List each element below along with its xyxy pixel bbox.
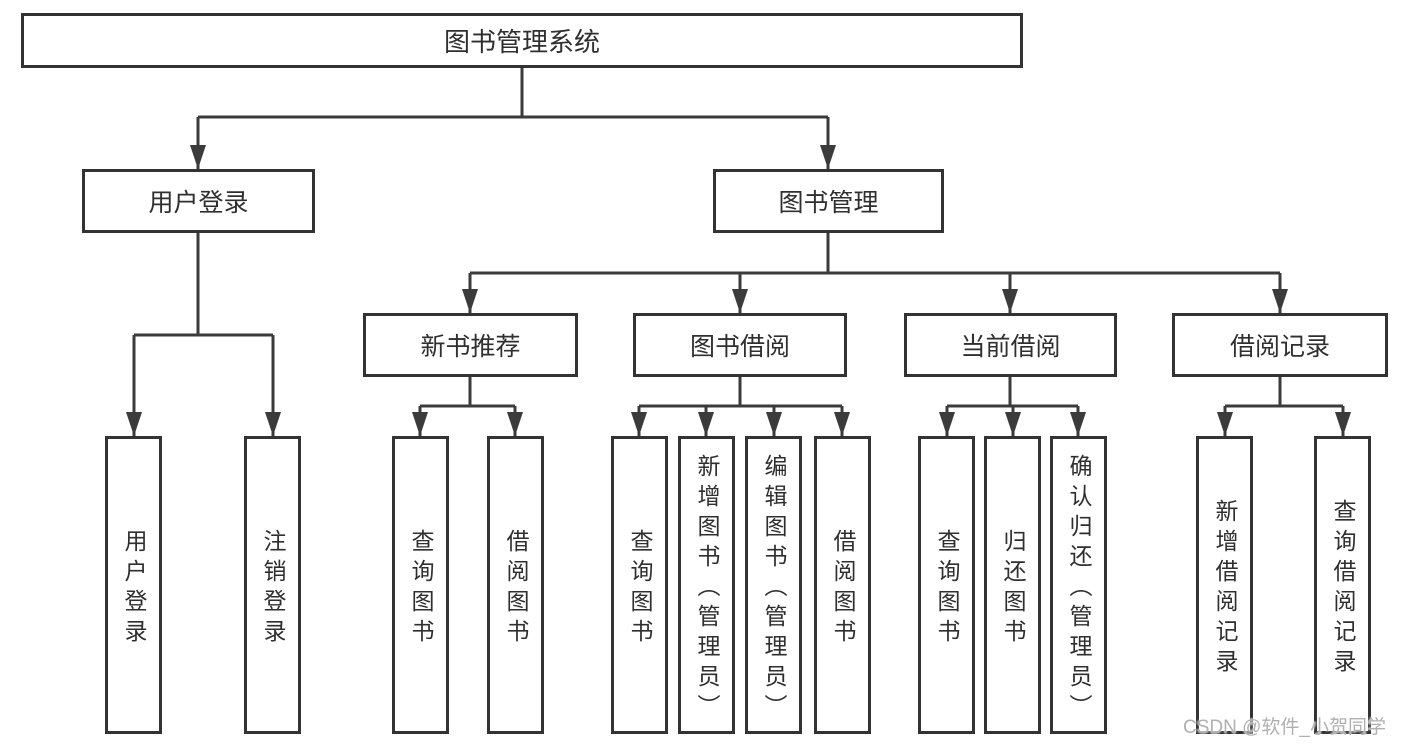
leaf-query-books-current: 查询图书 <box>918 436 975 734</box>
leaf-logout-label: 注销登录 <box>260 528 286 649</box>
leaf-add-borrow-record: 新增借阅记录 <box>1196 436 1253 734</box>
node-new-book-recommend: 新书推荐 <box>363 313 578 377</box>
leaf-borrow-books-recommend: 借阅图书 <box>487 436 544 734</box>
leaf-logout: 注销登录 <box>244 436 301 734</box>
node-borrow-records: 借阅记录 <box>1172 313 1388 377</box>
node-user-login-label: 用户登录 <box>148 189 249 217</box>
node-book-management-label: 图书管理 <box>778 189 879 217</box>
leaf-add-book-admin-label: 新增图书（管理员） <box>694 453 720 724</box>
node-borrow-records-label: 借阅记录 <box>1229 333 1330 361</box>
leaf-query-books-recommend: 查询图书 <box>392 436 449 734</box>
watermark: CSDN @软件_小贺同学 <box>1183 717 1386 738</box>
node-current-borrowing-label: 当前借阅 <box>960 333 1061 361</box>
leaf-user-login: 用户登录 <box>105 436 162 734</box>
leaf-edit-book-admin-label: 编辑图书（管理员） <box>761 453 787 724</box>
node-user-login: 用户登录 <box>82 169 315 233</box>
node-book-borrowing-label: 图书借阅 <box>689 333 790 361</box>
leaf-user-login-label: 用户登录 <box>121 528 147 649</box>
leaf-add-book-admin: 新增图书（管理员） <box>678 436 735 734</box>
leaf-query-books-borrowing: 查询图书 <box>611 436 668 734</box>
leaf-query-books-borrowing-label: 查询图书 <box>627 528 653 649</box>
node-book-management: 图书管理 <box>713 169 944 233</box>
leaf-query-borrow-record-label: 查询借阅记录 <box>1330 498 1356 679</box>
leaf-query-borrow-record: 查询借阅记录 <box>1314 436 1371 734</box>
node-new-book-recommend-label: 新书推荐 <box>420 333 521 361</box>
leaf-edit-book-admin: 编辑图书（管理员） <box>745 436 802 734</box>
leaf-borrow-books-borrowing: 借阅图书 <box>814 436 871 734</box>
node-root-library-system: 图书管理系统 <box>21 13 1023 68</box>
leaf-return-books-label: 归还图书 <box>1000 528 1026 649</box>
leaf-return-books: 归还图书 <box>984 436 1041 734</box>
leaf-borrow-books-borrowing-label: 借阅图书 <box>830 528 856 649</box>
leaf-confirm-return-admin-label: 确认归还（管理员） <box>1066 453 1092 724</box>
leaf-query-books-current-label: 查询图书 <box>934 528 960 649</box>
leaf-confirm-return-admin: 确认归还（管理员） <box>1050 436 1107 734</box>
leaf-query-books-recommend-label: 查询图书 <box>408 528 434 649</box>
leaf-borrow-books-recommend-label: 借阅图书 <box>503 528 529 649</box>
node-current-borrowing: 当前借阅 <box>904 313 1117 377</box>
node-book-borrowing: 图书借阅 <box>633 313 847 377</box>
node-root-label: 图书管理系统 <box>443 27 600 57</box>
leaf-add-borrow-record-label: 新增借阅记录 <box>1212 498 1238 679</box>
